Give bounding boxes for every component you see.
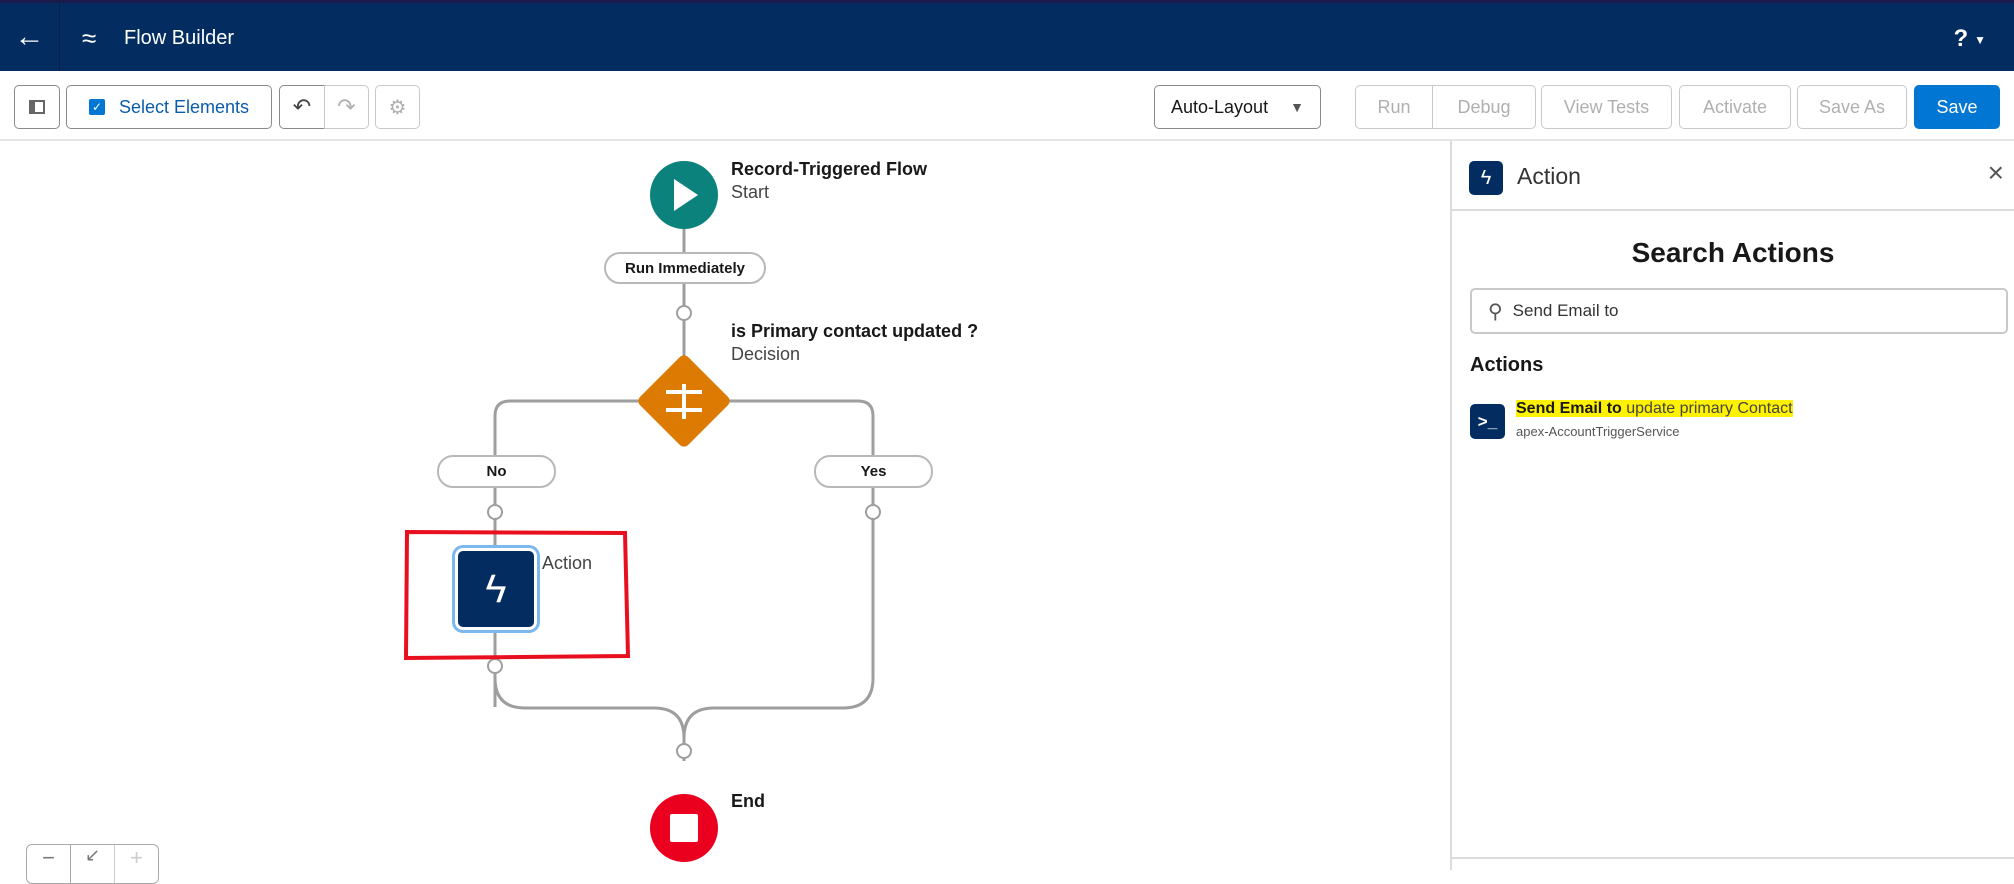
apex-icon: >_: [1470, 404, 1505, 439]
action-label: Action: [542, 553, 593, 573]
flow-connectors: [403, 161, 881, 862]
decision-icon: [666, 384, 702, 419]
lightning-icon: ϟ: [485, 566, 507, 611]
search-icon: ⚲: [1488, 300, 1503, 323]
decision-title: is Primary contact updated ?: [731, 321, 979, 341]
play-icon: [674, 179, 698, 211]
panel-header: ϟ Action ×: [1452, 141, 2014, 211]
rest-text: update primary Contact: [1621, 400, 1793, 417]
run-immediately-pill[interactable]: Run Immediately: [604, 252, 766, 284]
match-text: Send Email to: [1516, 400, 1622, 417]
zoom-controls: − ↙ +: [26, 844, 159, 884]
help-menu-button[interactable]: ?▼: [1953, 25, 1986, 53]
save-button[interactable]: Save: [1914, 85, 2000, 129]
action-result-item[interactable]: >_ Send Email to update primary Contact …: [1470, 399, 1990, 449]
settings-button[interactable]: ⚙: [375, 85, 420, 129]
undo-button[interactable]: ↶: [279, 85, 325, 129]
panel-footer-divider: [1452, 857, 2014, 859]
app-header: ← ≈ Flow Builder ?▼: [0, 0, 2014, 71]
select-elements-label: Select Elements: [118, 96, 250, 117]
help-icon: ?: [1953, 25, 1969, 52]
close-icon[interactable]: ×: [1987, 157, 2004, 188]
action-result-subtitle: apex-AccountTriggerService: [1516, 424, 1680, 439]
layout-select[interactable]: Auto-Layout ▼: [1154, 85, 1321, 129]
run-button[interactable]: Run: [1355, 85, 1433, 129]
action-result-title: Send Email to update primary Contact: [1516, 400, 1793, 418]
debug-button[interactable]: Debug: [1432, 85, 1536, 129]
redo-icon: ↷: [337, 94, 356, 119]
fit-view-button[interactable]: ↙: [71, 845, 115, 883]
gear-icon: ⚙: [388, 96, 407, 119]
caret-down-icon: ▼: [1290, 99, 1304, 115]
arrow-left-icon: ←: [14, 20, 45, 53]
zoom-out-button[interactable]: −: [27, 845, 71, 883]
annotation-rectangle: [403, 529, 631, 661]
action-node[interactable]: ϟ: [458, 551, 534, 627]
layout-value: Auto-Layout: [1171, 96, 1269, 117]
panel-title: Action: [1517, 163, 1581, 189]
activate-button[interactable]: Activate: [1679, 85, 1791, 129]
lightning-icon: ϟ: [1469, 161, 1503, 195]
toggle-toolbox-button[interactable]: [14, 85, 60, 129]
flow-canvas[interactable]: Record-Triggered Flow Start Run Immediat…: [0, 141, 1450, 884]
search-value: Send Email to: [1512, 301, 1619, 320]
toolbar: ✓Select Elements ↶ ↷ ⚙ Auto-Layout▼ Run …: [0, 71, 2014, 141]
actions-section-label: Actions: [1470, 354, 1544, 376]
start-title: Record-Triggered Flow: [731, 159, 928, 179]
app-title: Flow Builder: [124, 27, 235, 49]
panel-heading: Search Actions: [1631, 237, 1835, 268]
flow-icon: ≈: [82, 23, 97, 53]
back-button[interactable]: ←: [0, 3, 60, 71]
start-subtitle: Start: [731, 182, 770, 202]
view-tests-button[interactable]: View Tests: [1541, 85, 1672, 129]
redo-button[interactable]: ↷: [324, 85, 369, 129]
undo-icon: ↶: [292, 94, 312, 119]
search-actions-input[interactable]: ⚲ Send Email to: [1470, 288, 2008, 334]
end-title: End: [731, 791, 765, 811]
save-as-button[interactable]: Save As: [1797, 85, 1907, 129]
chevron-down-icon: ▼: [1974, 32, 1986, 47]
checkbox-icon: ✓: [88, 99, 105, 115]
branch-yes-pill[interactable]: Yes: [814, 455, 933, 488]
zoom-in-button[interactable]: +: [130, 845, 143, 870]
select-elements-button[interactable]: ✓ Select Elements: [66, 85, 272, 129]
panel-icon: [29, 100, 45, 114]
decision-subtitle: Decision: [731, 344, 801, 364]
action-panel: ϟ Action × Search Actions ⚲ Send Email t…: [1450, 141, 2014, 870]
stop-icon: [670, 814, 698, 842]
branch-no-pill[interactable]: No: [437, 455, 556, 488]
